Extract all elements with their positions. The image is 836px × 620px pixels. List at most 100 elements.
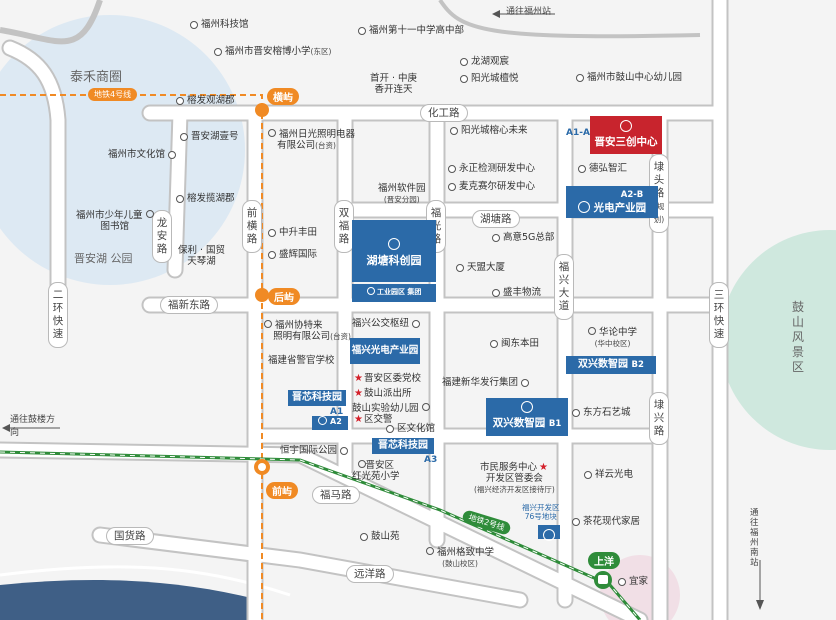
road-guohuo: 国货路 (106, 527, 154, 545)
poi-rizhao: 福州日光照明电器 有限公司(台资) (268, 129, 355, 152)
poi-police: ★鼓山派出所 (354, 388, 411, 400)
road-fuxingdadao: 福兴大道 (554, 254, 574, 320)
plot76-icon (538, 525, 560, 541)
poi-label: 福兴开发区 (522, 503, 560, 512)
poi-longhu: 龙湖观宸 (460, 56, 509, 68)
park-guangdian[interactable]: A2-B 光电产业园 (566, 186, 658, 218)
road-dongxing: 埭兴路 (649, 392, 669, 445)
poi-note: (晋安分园) (383, 194, 420, 204)
poi-kindergarten: 鼓山实验幼儿园 (352, 403, 430, 415)
poi-wenhua: 区文化馆 (386, 423, 436, 435)
poi-label: 福州格致中学 (437, 547, 495, 558)
road-dongxiang-note: (规划) (653, 202, 665, 224)
poi-label: 市民服务中心 (479, 462, 537, 473)
poi-label: 榕发揽湖郡 (187, 193, 235, 204)
poi-gushanyuan: 鼓山苑 (360, 531, 400, 543)
poi-dehong: 德弘智汇 (578, 163, 627, 175)
building-icon (521, 401, 533, 413)
poi-label: 福州市少年儿童 (76, 210, 143, 221)
park-guangdian-name: 光电产业园 (593, 202, 647, 214)
poi-label: 华论中学 (599, 327, 638, 338)
poi-label: 阳光城榕心未来 (461, 125, 528, 136)
poi-label: 永正检测研发中心 (459, 163, 536, 174)
poi-yangguangxin: 阳光城榕心未来 (450, 125, 528, 137)
road-fuma: 福马路 (312, 486, 360, 504)
poi-label-2: 有限公司 (277, 139, 316, 151)
road-yuanyang: 远洋路 (346, 565, 394, 583)
poi-label: 福州市文化馆 (108, 149, 166, 160)
station-shangyang: 上洋 (588, 552, 620, 569)
poi-chayuan: 茶花现代家居 (572, 516, 640, 528)
dir-fuzhou-south: 通往福州南站 (750, 508, 759, 568)
poi-label: 保利 · 国贸 (178, 245, 226, 256)
poi-shenghui: 盛辉国际 (268, 249, 317, 261)
park-gongye-name: 工业园区 集团 (377, 288, 422, 296)
park-jinxin2[interactable]: 晋芯科技园 (372, 438, 434, 454)
metro-line-4 (0, 94, 263, 620)
poi-label: 福州第十一中学高中部 (369, 25, 465, 36)
poi-label: 福州协特来 (275, 320, 323, 331)
poi-label: 福州日光照明电器 (279, 129, 356, 140)
poi-xiangyun: 祥云光电 (584, 469, 633, 481)
poi-partycommittee: ★晋安区委党校 (354, 373, 421, 385)
poi-label: 麦克赛尔研发中心 (459, 181, 536, 192)
road-qianheng: 前横路 (242, 200, 262, 253)
poi-hengyu-park: 恒宇国际公园 (280, 445, 351, 457)
poi-mindong: 闽东本田 (490, 338, 539, 350)
poi-label-2: 天琴湖 (187, 255, 216, 267)
park-jinxin-a3: A3 (424, 455, 438, 465)
building-icon (620, 120, 632, 132)
park-jinxin-a2-block[interactable]: A2 (312, 416, 348, 430)
road-shuangfu: 双福路 (334, 200, 354, 253)
poi-label: 宜家 (629, 576, 649, 587)
poi-tianmeng: 天盟大厦 (456, 262, 506, 274)
poi-label: 阳光城檀悦 (471, 73, 519, 84)
park-gongye[interactable]: 工业园区 集团 (352, 284, 436, 302)
star-icon: ★ (354, 388, 363, 399)
area-taihe: 泰禾商圈 (70, 70, 123, 85)
poi-wenhuaguan: 福州市文化馆 (108, 149, 179, 161)
poi-gushankg: 福州市鼓山中心幼儿园 (576, 72, 682, 84)
poi-label: 鼓山苑 (371, 531, 400, 542)
park-jinxin-a1: A1 (330, 407, 344, 417)
park-shuangxing-b1: B1 (548, 419, 562, 429)
poi-traffic: ★区交警 (354, 414, 392, 426)
poi-no11: 福州第十一中学高中部 (358, 25, 465, 37)
poi-jinanhuyi: 晋安湖壹号 (180, 131, 239, 143)
park-sanchuang[interactable]: 晋安三创中心 (590, 116, 662, 154)
poi-xieteyu: 福州协特来 照明有限公司(台资) (264, 320, 351, 343)
poi-note: (福兴经济开发区接待厅) (474, 484, 555, 494)
poi-label: 晋安区 (365, 460, 395, 471)
poi-label: 鼓山派出所 (363, 388, 412, 399)
poi-label: 区交警 (363, 414, 393, 425)
gushan-zone (720, 230, 836, 450)
park-hutang[interactable]: 湖塘科创园 (352, 220, 436, 282)
poi-kejiguan: 福州科技馆 (190, 19, 249, 31)
dir-fuzhou-station: 通往福州站 (506, 7, 552, 17)
poi-citizen: 市民服务中心★开发区管委会(福兴经济开发区接待厅) (474, 462, 555, 496)
station-marker-houyu (255, 288, 269, 302)
park-shuangxing2[interactable]: 双兴数智园 B1 (486, 398, 568, 436)
poi-note: (台资) (315, 140, 336, 150)
poi-yijia: 宜家 (618, 576, 649, 588)
station-hengyu: 横屿 (267, 88, 299, 105)
poi-fafa: 榕发观湖郡 (176, 95, 235, 107)
park-shuangxing[interactable]: 双兴数智园 B2 (566, 356, 656, 374)
park-jinxin[interactable]: 晋芯科技园 (288, 390, 346, 406)
poi-label: 天盟大厦 (467, 262, 506, 273)
poi-label: 盛丰物流 (503, 287, 542, 298)
road-fuxingdong: 福新东路 (160, 296, 218, 314)
poi-label: 区文化馆 (397, 423, 436, 434)
park-hutang-name: 湖塘科创园 (366, 254, 422, 267)
poi-fafajiang: 榕发揽湖郡 (176, 193, 235, 205)
poi-label: 福建新华发行集团 (442, 377, 519, 388)
park-sanchuang-code: A1-A (566, 128, 590, 138)
park-guangdian2[interactable]: 福兴光电产业园 (350, 338, 420, 364)
dir-gulou: 通往鼓楼方向 (10, 415, 56, 438)
river (0, 580, 260, 620)
poi-dongfang: 东方石艺城 (572, 407, 631, 419)
poi-rongbo: 福州市晋安榕博小学(东区) (214, 46, 331, 58)
poi-huazhong: 华论中学(华中校区) (588, 327, 637, 350)
building-icon (388, 238, 400, 250)
road-erhuan: 二环快速 (48, 282, 68, 348)
